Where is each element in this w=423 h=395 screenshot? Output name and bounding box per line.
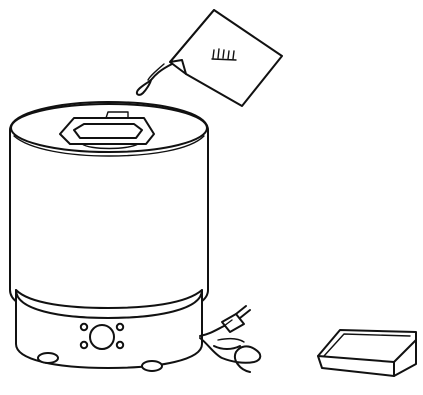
humidifier-icon [10,102,208,371]
indicator-light-icon [81,324,87,330]
indicator-light-icon [117,342,123,348]
tank-handle [60,112,154,149]
measuring-jug-icon [170,10,282,106]
indicator-light-icon [81,342,87,348]
base-plate-icon [318,330,416,376]
power-plug-icon [222,306,250,332]
control-knob-icon [90,325,114,349]
water-drop-icon [137,64,172,95]
indicator-light-icon [117,324,123,330]
